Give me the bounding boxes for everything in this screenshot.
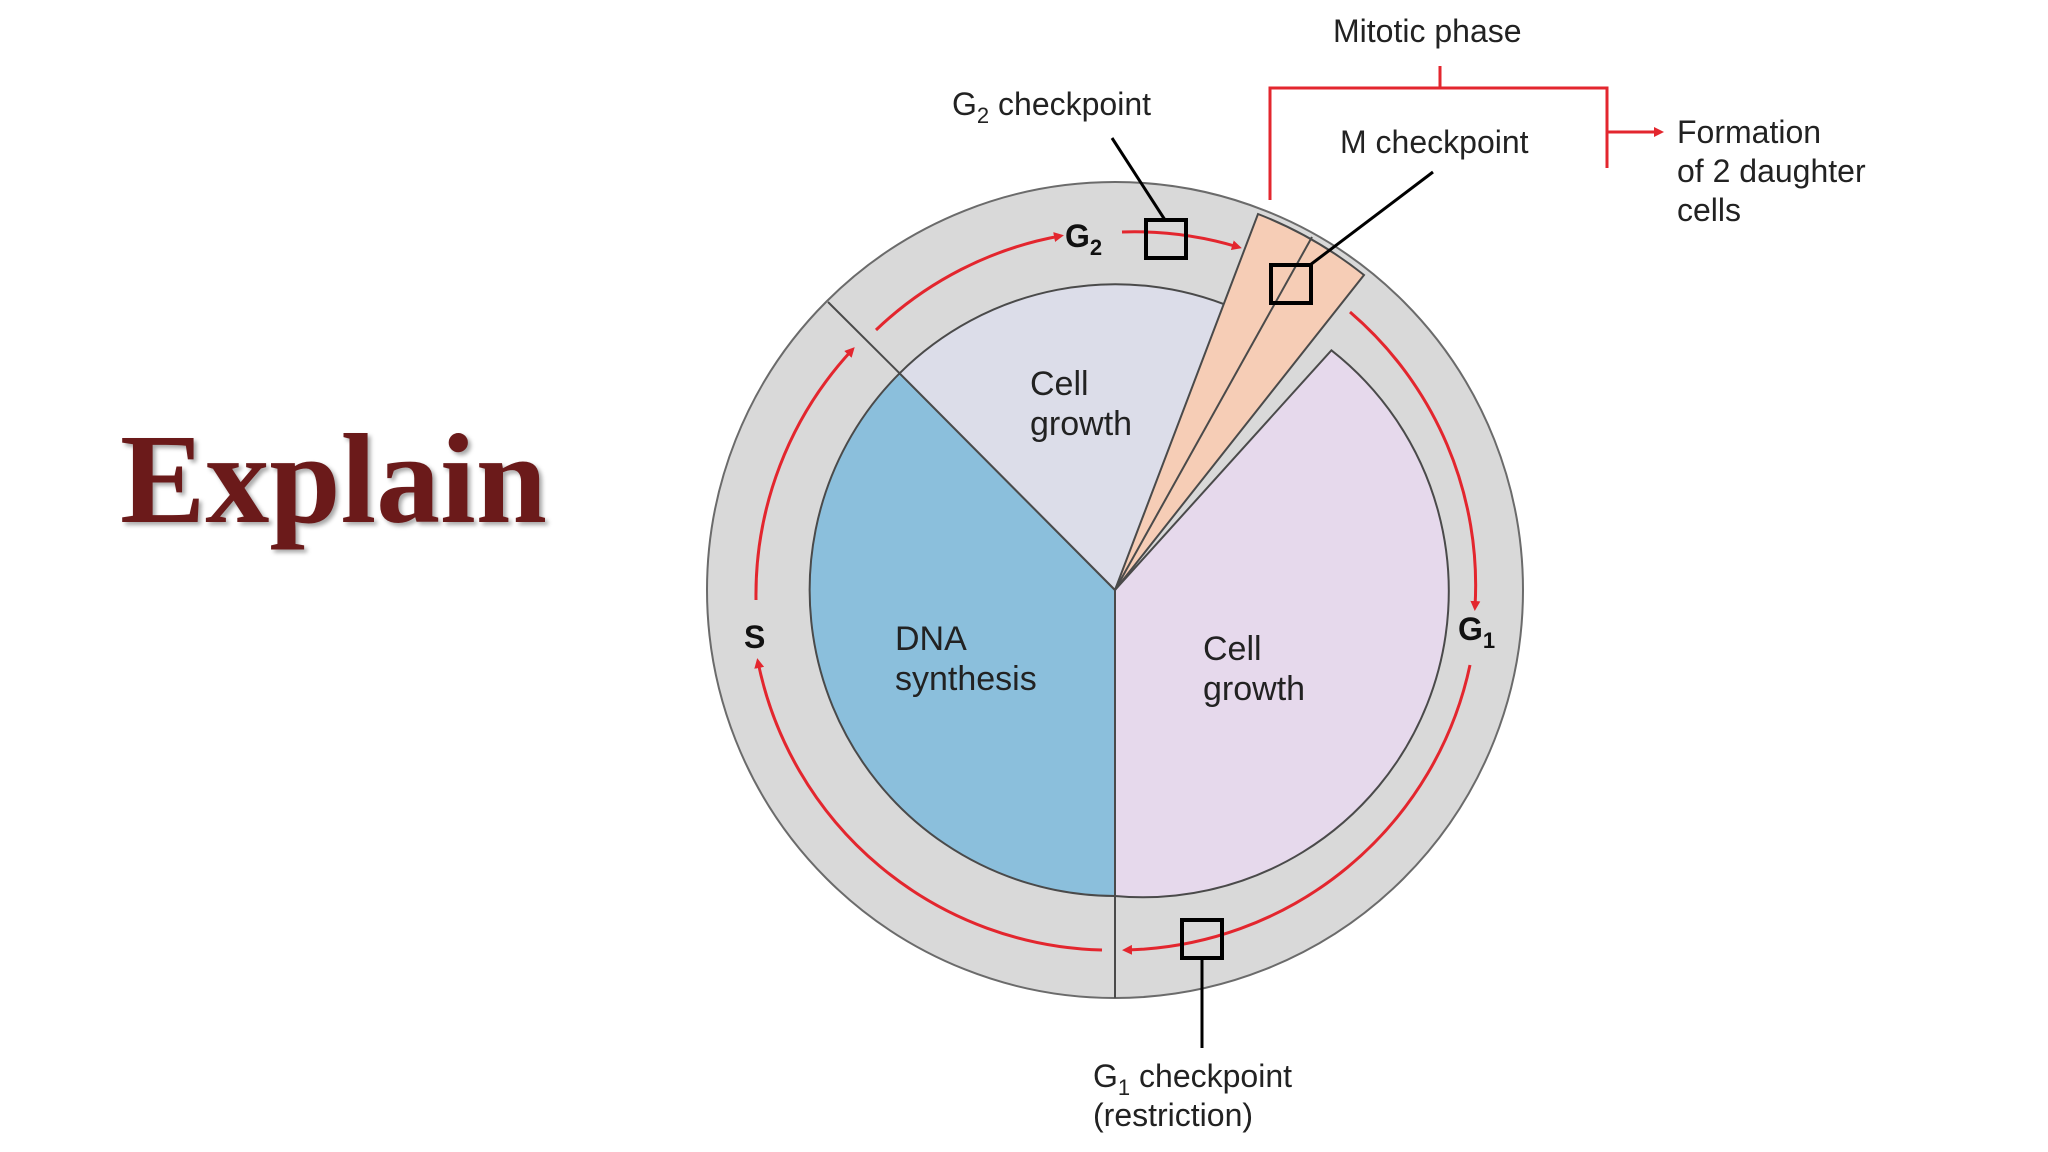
arrow-into-s (754, 658, 1103, 952)
g1-growth-sector (1114, 348, 1450, 899)
arrow-s-to-g2 (754, 347, 855, 601)
s-phase-label: S (744, 619, 765, 655)
arrow-m-to-g1 (1349, 310, 1481, 611)
g2-phase-label: G2 (1065, 218, 1102, 260)
m-checkpoint-leader (1309, 170, 1434, 267)
mitotic-phase-bracket (1268, 66, 1609, 200)
g1-checkpoint-label: G1 checkpoint (restriction) (1093, 1058, 1301, 1133)
g2-growth-sector (898, 283, 1236, 592)
arrow-g1-to-s (1122, 664, 1472, 955)
g1-growth-label: Cell growth (1203, 630, 1305, 708)
s-dna-sector (808, 371, 1116, 898)
g2-checkpoint-leader (1110, 137, 1167, 221)
arrow-g2-to-m (1121, 230, 1242, 251)
formation-label: Formation of 2 daughter cells (1677, 114, 1874, 228)
mitotic-sub-divider (1114, 236, 1313, 591)
dna-synthesis-label: DNA synthesis (895, 620, 1037, 698)
g2-growth-label: Cell growth (1030, 365, 1132, 443)
g2-checkpoint-box (1144, 218, 1188, 260)
g1-phase-label: G1 (1458, 611, 1495, 653)
m-checkpoint-label: M checkpoint (1340, 124, 1529, 160)
mitotic-phase-sector (1114, 212, 1366, 591)
m-checkpoint-box (1269, 263, 1313, 305)
ring-divider-s-g2 (827, 301, 901, 375)
slide-title: Explain (120, 408, 547, 550)
g2-checkpoint-label: G2 checkpoint (952, 86, 1151, 128)
mitotic-phase-label: Mitotic phase (1333, 13, 1522, 49)
arrow-into-g2 (874, 232, 1064, 332)
